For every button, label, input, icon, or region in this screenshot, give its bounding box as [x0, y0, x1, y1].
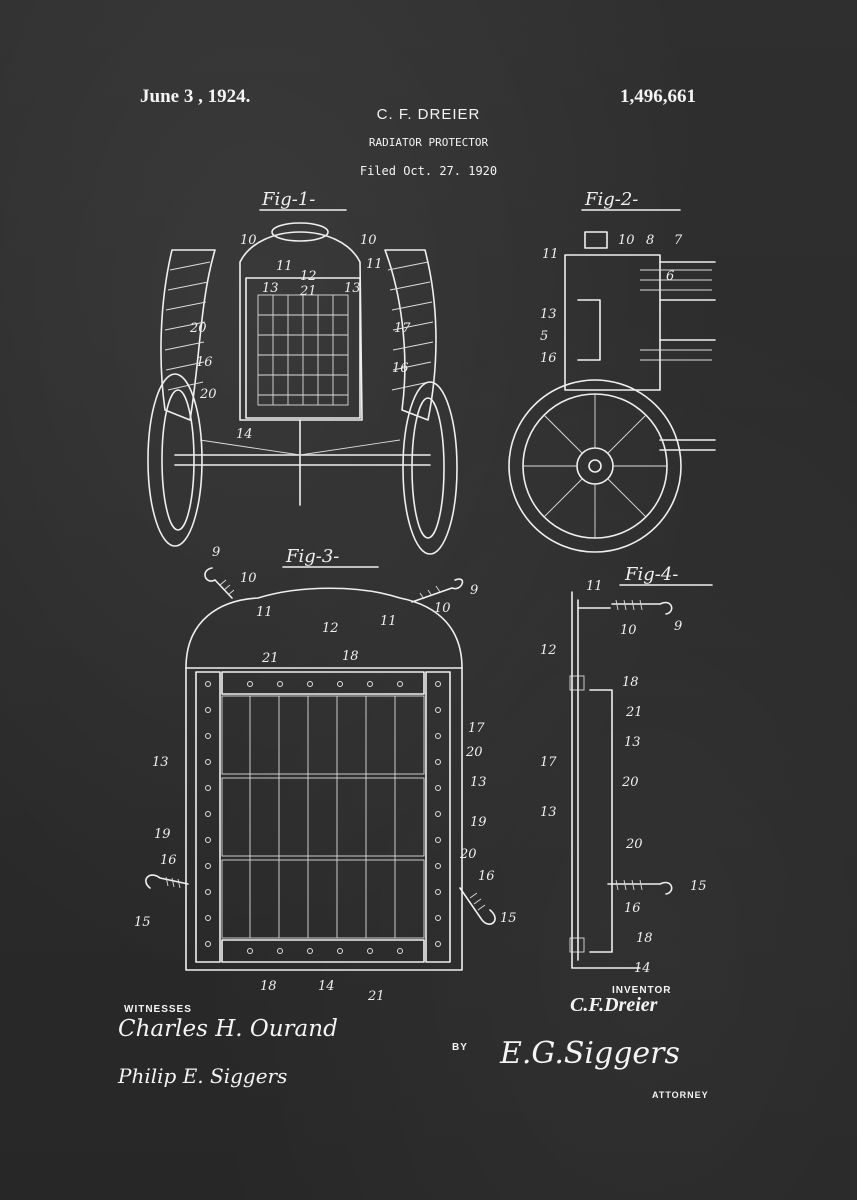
svg-text:20: 20 [199, 387, 217, 402]
svg-text:16: 16 [160, 853, 177, 868]
svg-text:10: 10 [620, 623, 637, 638]
svg-text:11: 11 [586, 579, 603, 594]
svg-text:7: 7 [674, 233, 683, 248]
svg-text:13: 13 [152, 755, 169, 770]
svg-text:10: 10 [618, 233, 635, 248]
svg-text:5: 5 [540, 329, 548, 344]
svg-text:15: 15 [690, 879, 707, 894]
svg-text:11: 11 [380, 614, 397, 629]
svg-text:18: 18 [636, 931, 653, 946]
figure-2-label: Fig-2- [584, 189, 638, 210]
figure-4-drawing: Fig-4- 11 10 9 12 18 21 13 17 20 13 20 15 16 18… [540, 564, 713, 976]
svg-text:12: 12 [300, 269, 317, 284]
witnesses-label: WITNESSES [124, 1004, 192, 1015]
svg-text:13: 13 [470, 775, 487, 790]
svg-text:10: 10 [434, 601, 451, 616]
patent-number: 1,496,661 [620, 86, 696, 107]
inventor-signature: C.F.Dreier [570, 994, 658, 1016]
svg-text:19: 19 [154, 827, 171, 842]
svg-text:21: 21 [299, 284, 317, 299]
svg-text:12: 12 [322, 621, 339, 636]
svg-text:13: 13 [624, 735, 641, 750]
svg-text:20: 20 [621, 775, 639, 790]
svg-text:13: 13 [344, 281, 361, 296]
svg-text:10: 10 [360, 233, 377, 248]
by-label: BY [452, 1042, 468, 1053]
svg-text:10: 10 [240, 571, 257, 586]
svg-text:16: 16 [392, 361, 409, 376]
svg-text:18: 18 [622, 675, 639, 690]
svg-text:11: 11 [542, 247, 559, 262]
svg-text:21: 21 [367, 989, 385, 1004]
figure-3-label: Fig-3- [285, 546, 339, 567]
svg-text:12: 12 [540, 643, 557, 658]
svg-text:10: 10 [240, 233, 257, 248]
figure-3-drawing: Fig-3- [134, 545, 517, 1004]
svg-text:17: 17 [468, 721, 485, 736]
svg-text:16: 16 [624, 901, 641, 916]
svg-text:9: 9 [674, 619, 682, 634]
svg-text:20: 20 [189, 321, 207, 336]
attorney-signature: E.G.Siggers [500, 1036, 680, 1071]
inventor-heading: C. F. DREIER [376, 106, 481, 123]
svg-text:17: 17 [540, 755, 557, 770]
figure-1-label: Fig-1- [261, 189, 315, 210]
svg-text:21: 21 [625, 705, 643, 720]
svg-text:11: 11 [366, 257, 383, 272]
svg-text:15: 15 [134, 915, 151, 930]
svg-text:6: 6 [666, 269, 674, 284]
svg-text:20: 20 [625, 837, 643, 852]
inventor-label: INVENTOR [612, 985, 672, 996]
svg-text:16: 16 [478, 869, 495, 884]
figure-4-label: Fig-4- [624, 564, 678, 585]
svg-text:9: 9 [470, 583, 478, 598]
patent-title: RADIATOR PROTECTOR [368, 136, 489, 149]
svg-text:13: 13 [540, 805, 557, 820]
svg-text:18: 18 [342, 649, 359, 664]
svg-text:14: 14 [634, 961, 651, 976]
svg-text:20: 20 [465, 745, 483, 760]
svg-text:18: 18 [260, 979, 277, 994]
svg-text:16: 16 [540, 351, 557, 366]
svg-text:15: 15 [500, 911, 517, 926]
svg-text:11: 11 [276, 259, 293, 274]
patent-date: June 3 , 1924. [140, 86, 251, 107]
svg-text:14: 14 [318, 979, 335, 994]
figure-2-drawing: Fig-2- 11 10 8 7 6 13 5 16 [508, 189, 716, 553]
svg-text:20: 20 [459, 847, 477, 862]
svg-text:17: 17 [394, 321, 411, 336]
witness-signature-1: Charles H. Ourand [118, 1016, 338, 1042]
svg-text:9: 9 [212, 545, 220, 560]
svg-text:16: 16 [196, 355, 213, 370]
witness-signature-2: Philip E. Siggers [118, 1064, 288, 1088]
svg-text:14: 14 [236, 427, 253, 442]
svg-text:13: 13 [540, 307, 557, 322]
filed-date: Filed Oct. 27. 1920 [359, 164, 498, 178]
svg-text:19: 19 [470, 815, 487, 830]
svg-text:11: 11 [256, 605, 273, 620]
attorney-label: ATTORNEY [652, 1090, 709, 1100]
svg-text:13: 13 [262, 281, 279, 296]
svg-text:21: 21 [261, 651, 279, 666]
svg-text:8: 8 [646, 233, 654, 248]
